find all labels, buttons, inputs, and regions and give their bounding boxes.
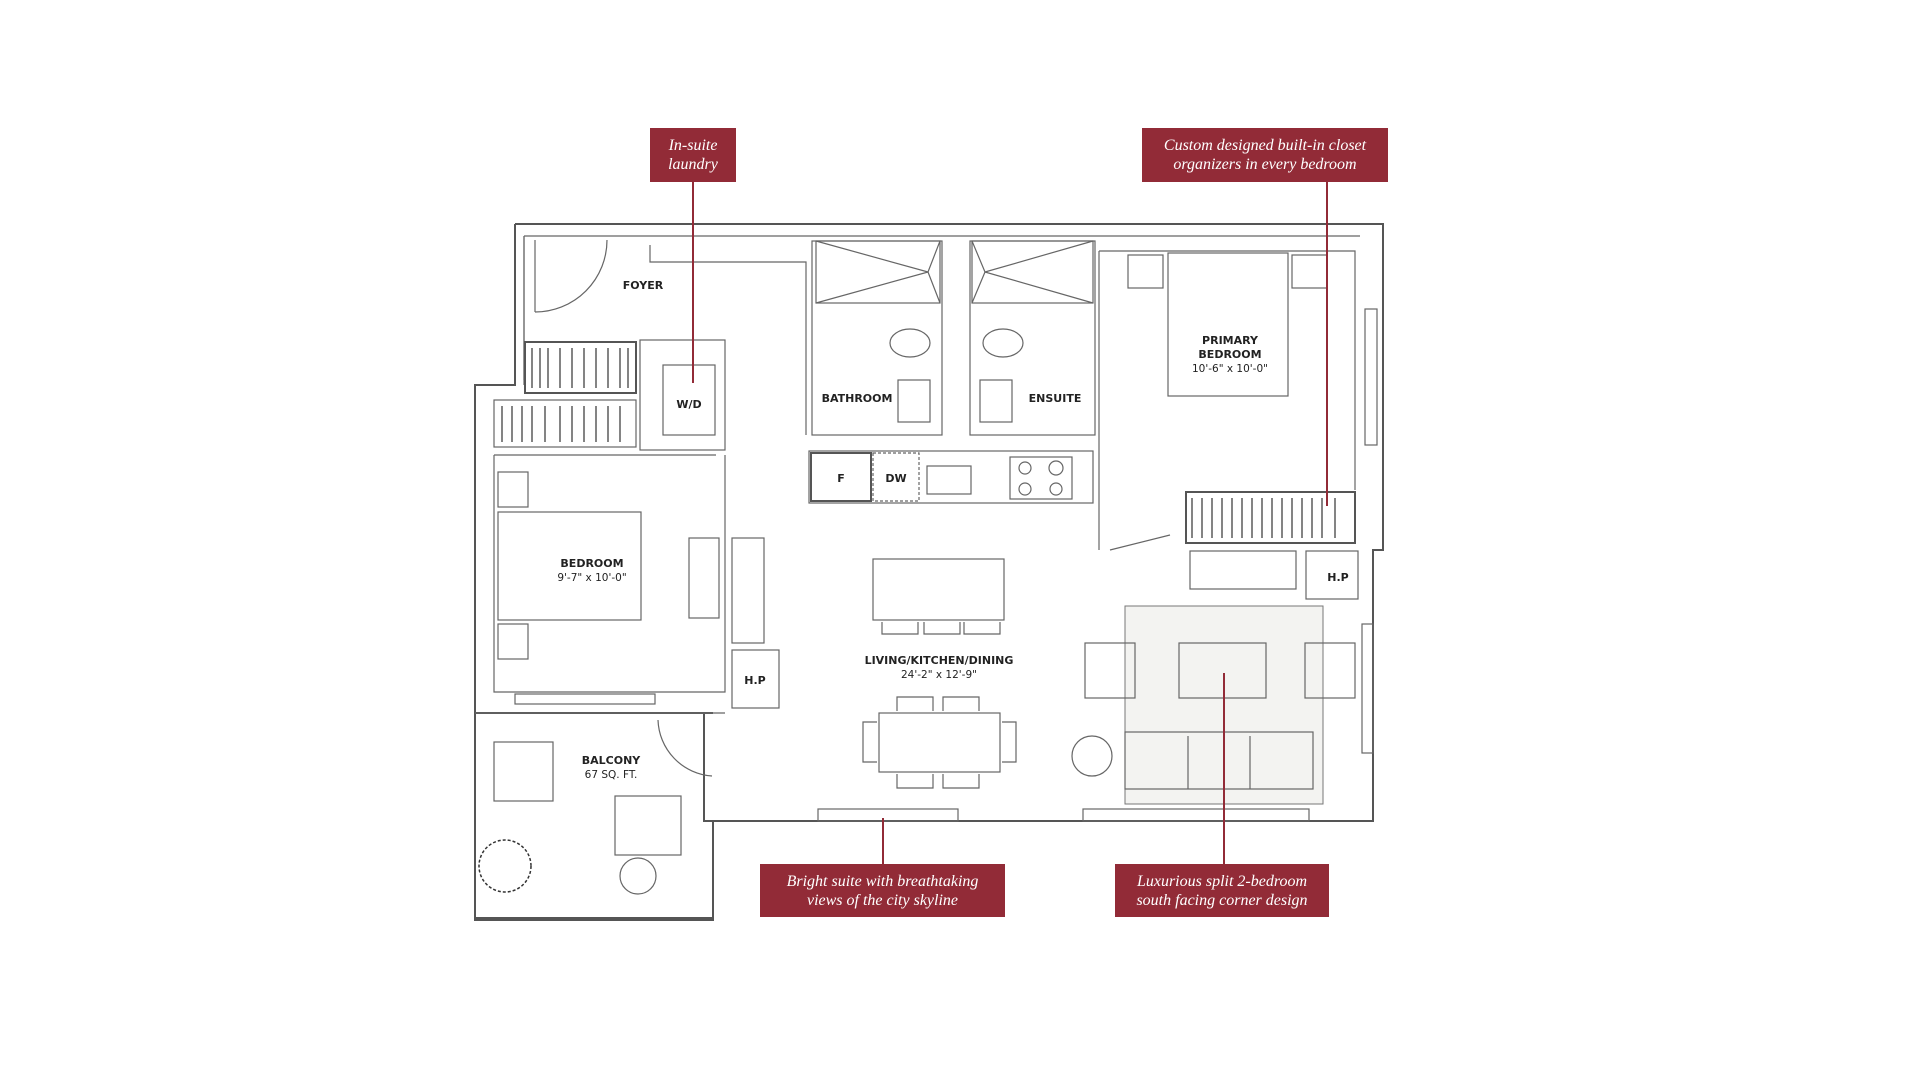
corner-leader-line — [1223, 673, 1225, 864]
closet-leader-line — [1326, 182, 1328, 506]
ensuite-label: ENSUITE — [1029, 392, 1082, 405]
sofa-cushions — [1187, 736, 1251, 789]
nightstand — [497, 471, 529, 508]
balcony-dims: 67 SQ. FT. — [585, 769, 638, 781]
living-dims: 24'-2" x 12'-9" — [901, 669, 977, 681]
closet-hangers — [501, 348, 1336, 538]
foyer-label: FOYER — [623, 279, 664, 292]
foyer-closet — [524, 341, 637, 394]
callout-text: organizers in every bedroom — [1173, 156, 1357, 173]
primary-walls — [1098, 250, 1356, 551]
bathroom-label: BATHROOM — [822, 392, 893, 405]
laundry-closet — [639, 339, 726, 451]
primary-label-1: PRIMARY — [1202, 334, 1259, 347]
dining-table — [878, 712, 1001, 773]
washer-dryer — [662, 364, 716, 436]
laundry-leader-line — [692, 182, 694, 383]
callout-text: Custom designed built-in closet — [1163, 137, 1367, 154]
hp-label-2: H.P — [1327, 571, 1348, 584]
primary-bed — [1167, 252, 1289, 397]
exterior-wall — [474, 223, 1384, 921]
desk — [731, 537, 765, 644]
callout-laundry: In-suite laundry — [650, 128, 736, 182]
stools — [881, 622, 1001, 635]
window — [1364, 308, 1378, 446]
callout-text: south facing corner design — [1136, 891, 1308, 909]
kitchen-sink — [926, 465, 972, 495]
side-table — [1071, 735, 1113, 777]
kitchen-island — [872, 558, 1005, 621]
heat-pump-2 — [1305, 550, 1359, 600]
balcony-label: BALCONY — [582, 754, 642, 767]
dishwasher-label: DW — [885, 472, 906, 485]
balcony-door — [657, 719, 713, 777]
wd-label: W/D — [676, 398, 701, 411]
bedroom-bed — [497, 511, 642, 621]
dishwasher — [872, 452, 920, 502]
toilet — [982, 328, 1024, 358]
dining-chairs — [862, 696, 1017, 789]
sink — [897, 379, 931, 423]
kitchen-counter — [808, 450, 1094, 504]
bedroom-label: BEDROOM — [560, 557, 623, 570]
interior-wall — [523, 236, 807, 435]
callout-text: In-suite — [668, 137, 718, 154]
balcony-table — [493, 741, 554, 802]
views-leader-line — [882, 818, 884, 864]
armchair — [1084, 642, 1136, 699]
primary-label-2: BEDROOM — [1198, 348, 1261, 361]
balcony-railing — [475, 712, 713, 919]
callout-text: Luxurious split 2-bedroom — [1136, 872, 1308, 890]
cooktop — [1009, 456, 1073, 500]
fridge — [810, 452, 872, 502]
primary-dresser — [1189, 550, 1297, 590]
hp-label-1: H.P — [744, 674, 765, 687]
nightstand — [1127, 254, 1164, 289]
balcony-lounger — [614, 795, 682, 856]
living-label: LIVING/KITCHEN/DINING — [865, 654, 1014, 667]
callout-closet: Custom designed built-in closet organizer… — [1142, 128, 1388, 182]
primary-dims: 10'-6" x 10'-0" — [1192, 363, 1268, 375]
entry-door — [534, 239, 608, 313]
bedroom-dims: 9'-7" x 10'-0" — [557, 572, 626, 584]
nightstand — [1291, 254, 1328, 289]
plant — [478, 839, 532, 893]
coffee-table — [1178, 642, 1267, 699]
bedroom-window — [514, 693, 656, 705]
armchair — [1304, 642, 1356, 699]
nightstand — [497, 623, 529, 660]
sink — [979, 379, 1013, 423]
window — [817, 808, 959, 822]
window — [1361, 623, 1374, 754]
dresser — [688, 537, 720, 619]
primary-closet — [1185, 491, 1356, 544]
ensuite — [969, 240, 1096, 436]
toilet — [889, 328, 931, 358]
callout-text: views of the city skyline — [806, 891, 959, 909]
heat-pump-1 — [731, 649, 780, 709]
balcony-stool — [619, 857, 657, 895]
sofa — [1124, 731, 1314, 790]
fridge-label: F — [837, 472, 845, 485]
callout-text: Bright suite with breathtaking — [786, 872, 979, 890]
bedroom-closet — [493, 399, 637, 448]
window — [1082, 808, 1310, 822]
callout-text: laundry — [668, 156, 718, 173]
bathtubs — [815, 240, 1094, 304]
bedroom-walls — [475, 454, 726, 714]
